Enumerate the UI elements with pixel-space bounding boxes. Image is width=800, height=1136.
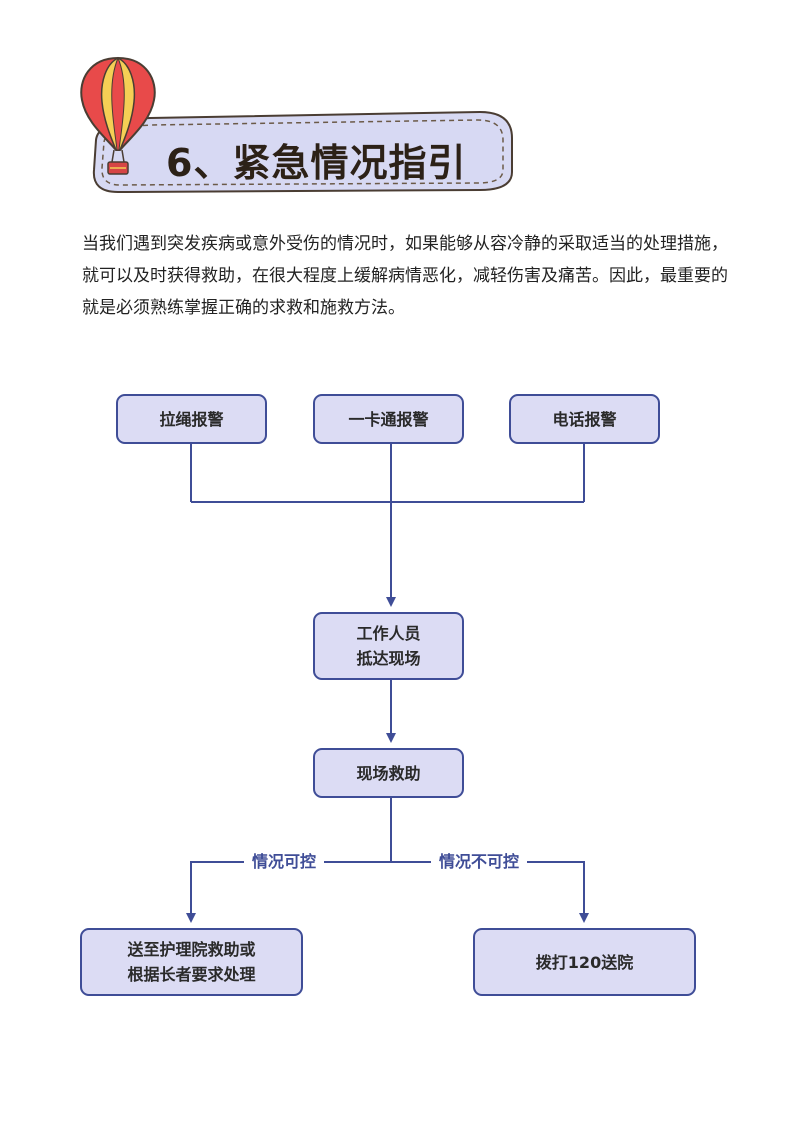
outcome-controllable-box: 送至护理院救助或 根据长者要求处理 [80,928,303,996]
flowchart-connectors [186,444,589,923]
card-alarm-label: 一卡通报警 [348,409,429,429]
rope-alarm-label: 拉绳报警 [159,409,224,429]
onsite-rescue-box: 现场救助 [313,748,464,798]
phone-alarm-box: 电话报警 [509,394,660,444]
outcome-uncontrollable-box: 拨打120送院 [473,928,696,996]
outcome-uncontrollable-label: 拨打120送院 [535,952,634,972]
card-alarm-box: 一卡通报警 [313,394,464,444]
hot-air-balloon-icon [80,56,156,175]
page-title: 6、紧急情况指引 [166,141,467,185]
phone-alarm-label: 电话报警 [552,409,617,429]
onsite-rescue-label: 现场救助 [356,763,421,783]
staff-arrive-label: 工作人员 抵达现场 [356,624,421,668]
branch-uncontrollable-label: 情况不可控 [431,851,528,873]
staff-arrive-box: 工作人员 抵达现场 [313,612,464,680]
intro-paragraph: 当我们遇到突发疾病或意外受伤的情况时，如果能够从容冷静的采取适当的处理措施，就可… [82,234,728,318]
arrow-branch-left [186,861,391,923]
outcome-controllable-label: 送至护理院救助或 根据长者要求处理 [127,940,256,984]
rope-alarm-box: 拉绳报警 [116,394,267,444]
branch-controllable-label: 情况可控 [244,851,325,873]
